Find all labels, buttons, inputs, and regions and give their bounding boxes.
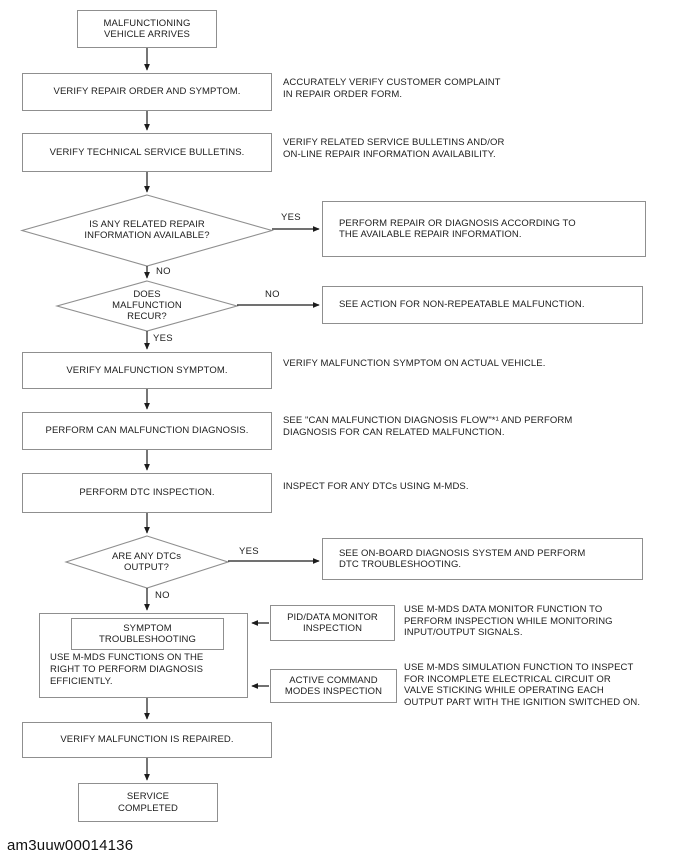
branch-label-no-recur: NO xyxy=(265,289,280,300)
branch-label-no-dtcs: NO xyxy=(155,590,170,601)
node-non-repeatable: SEE ACTION FOR NON-REPEATABLE MALFUNCTIO… xyxy=(322,286,643,324)
annotation-dtc: INSPECT FOR ANY DTCs USING M-MDS. xyxy=(283,481,469,492)
annotation-can: SEE "CAN MALFUNCTION DIAGNOSIS FLOW"*¹ A… xyxy=(283,415,573,438)
branch-label-yes-recur: YES xyxy=(153,333,173,344)
node-can-diagnosis: PERFORM CAN MALFUNCTION DIAGNOSIS. xyxy=(22,412,272,450)
node-service-completed: SERVICE COMPLETED xyxy=(78,783,218,822)
decision-recur-label: DOES MALFUNCTION RECUR? xyxy=(112,289,182,322)
node-start: MALFUNCTIONING VEHICLE ARRIVES xyxy=(77,10,217,48)
symptom-troubleshooting-note: USE M-MDS FUNCTIONS ON THE RIGHT TO PERF… xyxy=(50,652,204,687)
branch-label-yes-repair-info: YES xyxy=(281,212,301,223)
node-symptom-troubleshooting-title: SYMPTOM TROUBLESHOOTING xyxy=(71,618,224,650)
node-perform-repair: PERFORM REPAIR OR DIAGNOSIS ACCORDING TO… xyxy=(322,201,646,257)
annotation-symptom: VERIFY MALFUNCTION SYMPTOM ON ACTUAL VEH… xyxy=(283,358,546,369)
node-verify-repaired: VERIFY MALFUNCTION IS REPAIRED. xyxy=(22,722,272,758)
figure-id: am3uuw00014136 xyxy=(7,837,134,854)
node-verify-bulletins: VERIFY TECHNICAL SERVICE BULLETINS. xyxy=(22,133,272,172)
node-onboard-diagnosis: SEE ON-BOARD DIAGNOSIS SYSTEM AND PERFOR… xyxy=(322,538,643,580)
node-pid-inspection: PID/DATA MONITOR INSPECTION xyxy=(270,605,395,641)
branch-label-yes-dtcs: YES xyxy=(239,546,259,557)
annotation-active: USE M-MDS SIMULATION FUNCTION TO INSPECT… xyxy=(404,662,641,708)
node-verify-repair-order: VERIFY REPAIR ORDER AND SYMPTOM. xyxy=(22,73,272,111)
decision-repair-info-label: IS ANY RELATED REPAIR INFORMATION AVAILA… xyxy=(84,219,210,241)
node-dtc-inspection: PERFORM DTC INSPECTION. xyxy=(22,473,272,513)
branch-label-no-repair-info: NO xyxy=(156,266,171,277)
decision-dtcs-label: ARE ANY DTCs OUTPUT? xyxy=(111,551,182,573)
annotation-repair-order: ACCURATELY VERIFY CUSTOMER COMPLAINT IN … xyxy=(283,77,501,100)
annotation-pid: USE M-MDS DATA MONITOR FUNCTION TO PERFO… xyxy=(404,604,613,639)
annotation-bulletins: VERIFY RELATED SERVICE BULLETINS AND/OR … xyxy=(283,137,505,160)
node-active-command: ACTIVE COMMAND MODES INSPECTION xyxy=(270,669,397,703)
node-verify-symptom: VERIFY MALFUNCTION SYMPTOM. xyxy=(22,352,272,389)
